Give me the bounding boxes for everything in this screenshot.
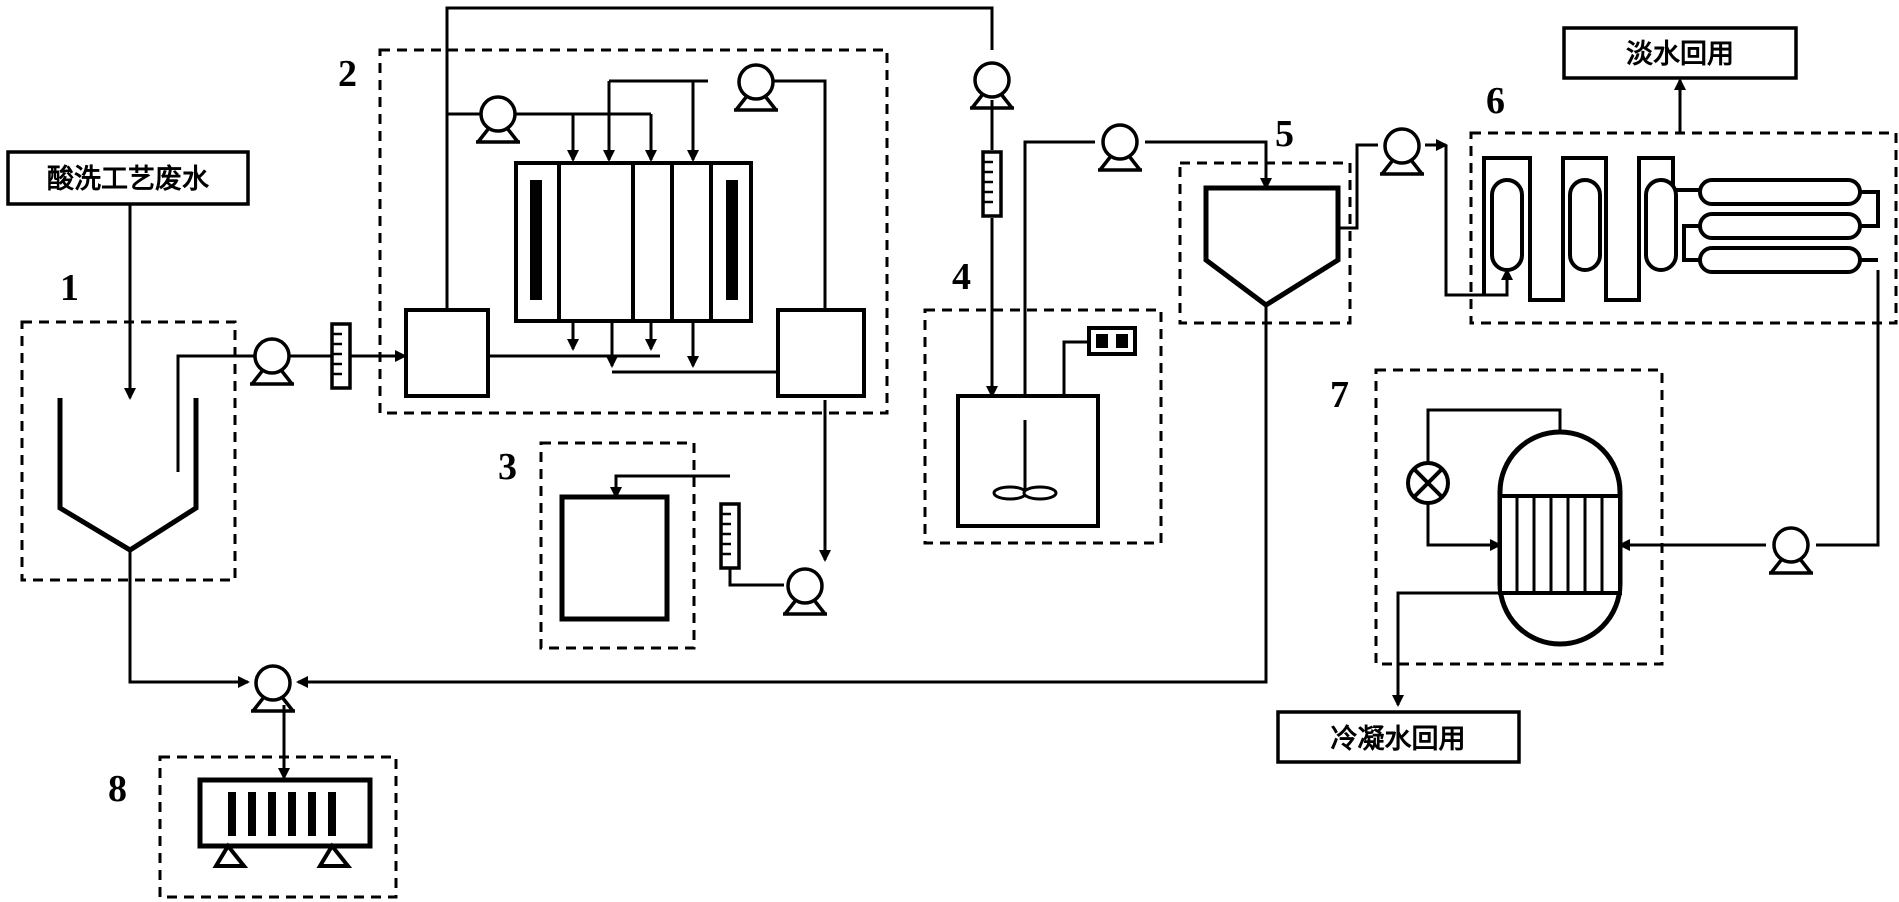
fresh-water-reuse-label: 淡水回用 <box>1626 39 1734 70</box>
stirrer-blade-right <box>1022 485 1058 501</box>
condensate-reuse-box: 冷凝水回用 <box>1276 710 1521 764</box>
pump-icon-unit2-recycle-a <box>474 95 522 144</box>
flowmeter-icon-unit2-inlet <box>330 322 352 390</box>
inflow-box: 酸洗工艺废水 <box>6 150 250 206</box>
ro-membrane-2 <box>1698 212 1862 240</box>
ro-membrane-3 <box>1698 246 1862 274</box>
pipe-unit5-to-unit6 <box>1338 143 1378 230</box>
unit-2-outlet-tank <box>776 308 866 398</box>
pipe-to-condensate-reuse <box>1392 591 1500 707</box>
pump-icon-unit8-feed <box>249 664 297 713</box>
unit-number-4: 4 <box>952 256 971 298</box>
pipe-unit2-to-unit4-top <box>445 6 994 308</box>
unit-number-1: 1 <box>60 267 79 309</box>
unit-3-tank <box>559 494 670 622</box>
pump-icon-unit1-outlet <box>248 337 296 386</box>
unit-number-6: 6 <box>1486 80 1505 122</box>
unit-7-boundary <box>1374 368 1664 666</box>
electrode-left <box>530 180 542 300</box>
unit-number-3: 3 <box>498 446 517 488</box>
fresh-water-reuse-box: 淡水回用 <box>1562 26 1798 80</box>
cartridge-filter-2 <box>1568 178 1602 272</box>
unit-1-settling-tank <box>57 398 199 553</box>
pump-icon-unit2-recycle-b <box>732 63 780 112</box>
pump-icon-unit7-feed <box>1767 526 1815 575</box>
pipe-tank1-to-unit2 <box>176 354 262 470</box>
unit-number-8: 8 <box>108 768 127 810</box>
unit-6-boundary <box>1469 131 1898 325</box>
inflow-label: 酸洗工艺废水 <box>47 163 210 195</box>
unit-2-electrodialysis <box>404 161 866 398</box>
flowmeter-icon-unit3 <box>719 502 741 570</box>
electrode-right <box>726 180 738 300</box>
heat-exchanger-tubes <box>1498 494 1622 595</box>
unit-2-inlet-tank <box>404 308 490 398</box>
compressor-icon <box>1406 461 1450 505</box>
unit-4-boundary <box>923 308 1163 545</box>
unit-5-settling-tank <box>1203 185 1341 309</box>
condensate-reuse-label: 冷凝水回用 <box>1331 724 1466 755</box>
unit-number-2: 2 <box>338 53 357 95</box>
unit-number-7: 7 <box>1330 374 1349 416</box>
unit-6-membrane-system <box>1482 156 1880 302</box>
unit-3-boundary <box>539 441 696 650</box>
pump-icon-unit6-feed <box>1378 127 1426 176</box>
dosing-unit <box>1087 326 1137 356</box>
cartridge-filter-3 <box>1644 178 1678 272</box>
pump-icon-unit3-feed <box>781 567 829 616</box>
unit-number-5: 5 <box>1275 113 1294 155</box>
pipe-unit6-to-unit7 <box>1816 270 1880 547</box>
pipe-reactor4-to-unit5 <box>1023 140 1095 396</box>
pipe-unit5-to-unit8 <box>296 305 1268 688</box>
ro-membrane-1 <box>1698 178 1862 206</box>
unit-4-stirred-reactor <box>956 326 1137 528</box>
pump-icon-unit5-feed <box>1096 123 1144 172</box>
unit-7-evaporator <box>1406 429 1623 647</box>
unit-2-boundary <box>378 48 889 415</box>
pipe-tank1-to-unit8 <box>128 548 250 688</box>
unit-8-boundary <box>158 755 398 899</box>
flowmeter-icon-unit4 <box>981 150 1003 218</box>
cartridge-filter-1 <box>1490 178 1524 272</box>
unit-8-filter-press <box>197 777 373 868</box>
stirrer-blade-left <box>992 485 1028 501</box>
